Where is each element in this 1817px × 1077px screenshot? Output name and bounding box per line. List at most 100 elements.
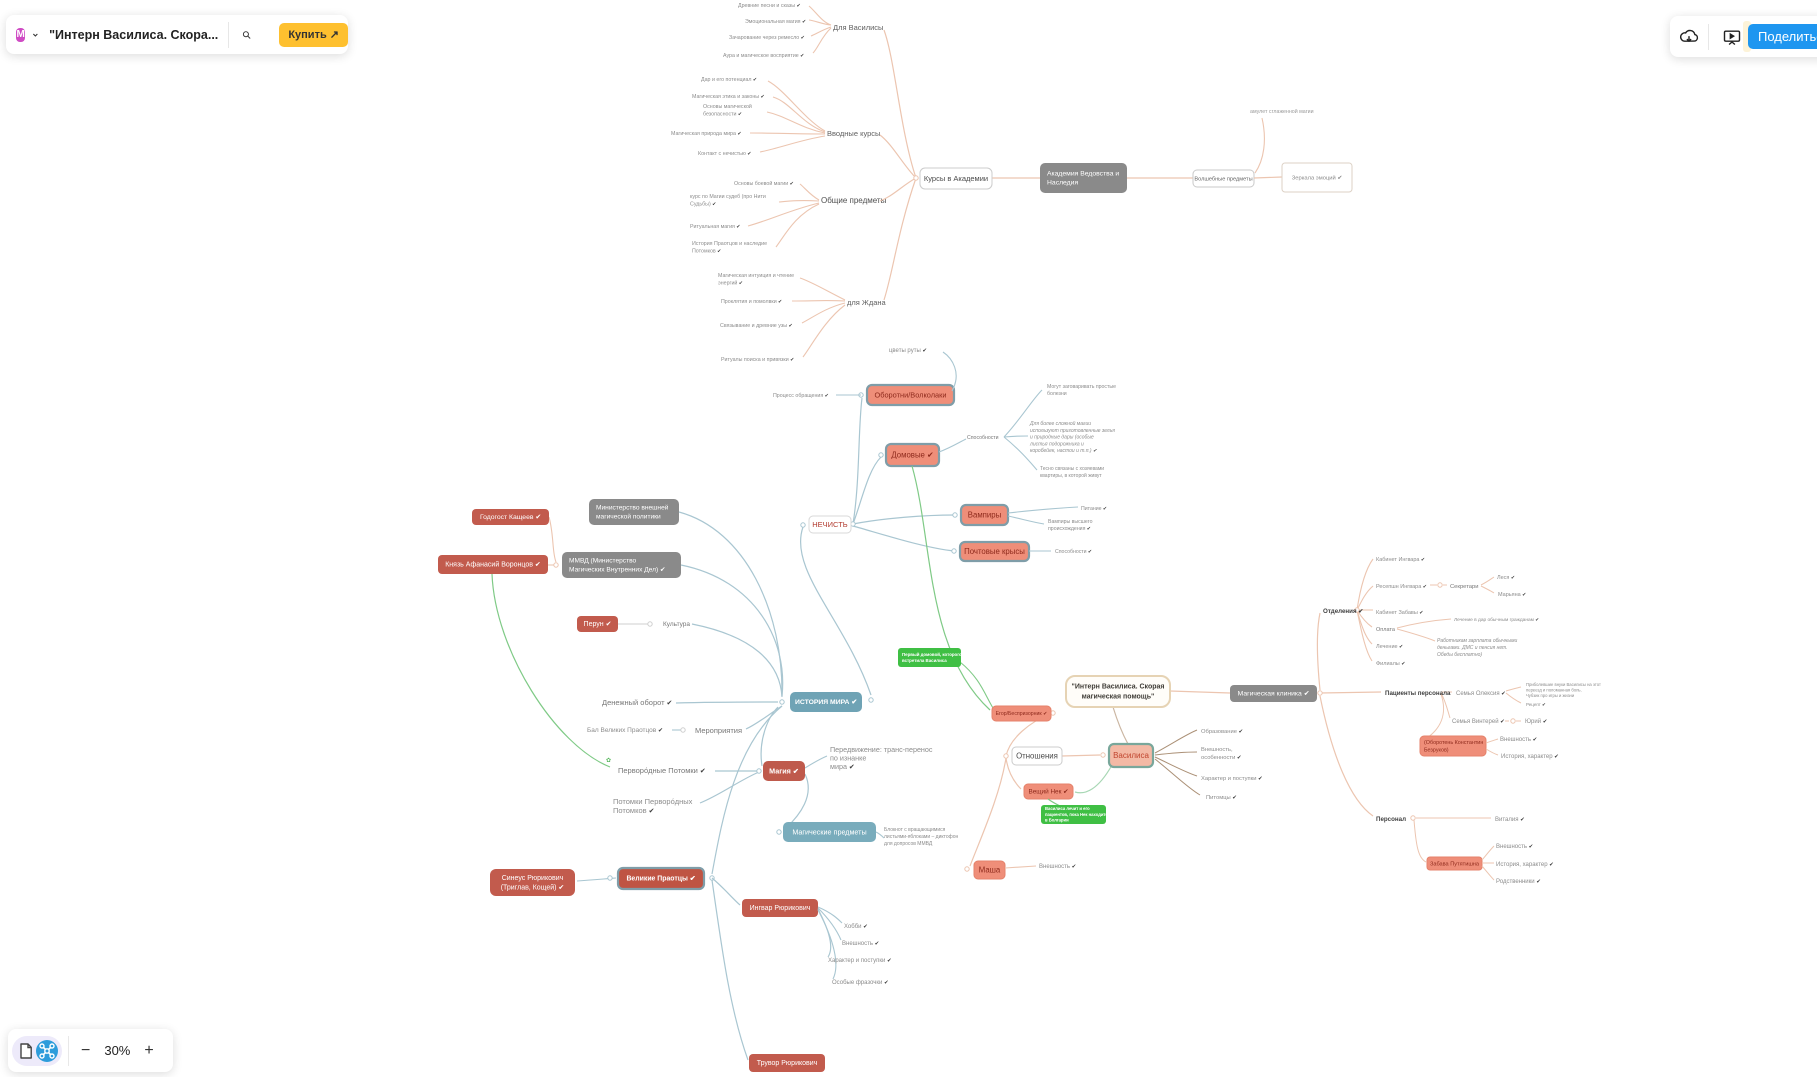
svg-text:Пациенты персонала: Пациенты персонала [1385, 690, 1451, 697]
svg-text:мира ✔: мира ✔ [830, 762, 855, 771]
svg-text:Ресепшн Ингвара ✔: Ресепшн Ингвара ✔ [1376, 584, 1427, 590]
svg-text:Волшебные предметы: Волшебные предметы [1194, 176, 1252, 182]
svg-text:НЕЧИСТЬ: НЕЧИСТЬ [812, 520, 848, 529]
svg-text:Потомков ✔: Потомков ✔ [692, 248, 721, 254]
svg-text:Ритуалы поиска и привязки ✔: Ритуалы поиска и привязки ✔ [721, 357, 794, 363]
svg-text:Потомки Перворо́дных: Потомки Перворо́дных [613, 797, 693, 806]
svg-text:Маша: Маша [979, 866, 1001, 875]
svg-text:Внешность ✔: Внешность ✔ [842, 941, 880, 947]
svg-text:ИСТОРИЯ МИРА ✔: ИСТОРИЯ МИРА ✔ [795, 699, 857, 706]
svg-text:Зачарование через ремесло ✔: Зачарование через ремесло ✔ [729, 35, 805, 41]
svg-text:Основы магической: Основы магической [703, 103, 752, 110]
svg-text:Вампиры высшего: Вампиры высшего [1048, 519, 1093, 525]
svg-text:Наследия: Наследия [1047, 180, 1078, 187]
svg-text:Семья Винтерей ✔: Семья Винтерей ✔ [1452, 718, 1505, 725]
svg-text:Характер и поступки ✔: Характер и поступки ✔ [828, 958, 892, 964]
svg-text:Ингвар Рюрикович: Ингвар Рюрикович [750, 905, 811, 912]
svg-text:Отношения: Отношения [1016, 752, 1058, 761]
svg-text:квартиры, в которой живут: квартиры, в которой живут [1040, 472, 1102, 479]
svg-text:Рецепт ✔: Рецепт ✔ [1526, 702, 1546, 707]
svg-text:Могут заговаривать простые: Могут заговаривать простые [1047, 384, 1116, 390]
svg-text:Обеды бесплатно): Обеды бесплатно) [1437, 652, 1482, 658]
svg-text:для Ждана: для Ждана [847, 298, 887, 307]
svg-text:Особые фразочки ✔: Особые фразочки ✔ [832, 980, 889, 986]
svg-text:курс по Магии судеб (про Нити: курс по Магии судеб (про Нити [690, 194, 766, 200]
svg-text:Юрий ✔: Юрий ✔ [1525, 718, 1548, 725]
svg-text:Первый домовой, которого: Первый домовой, которого [902, 652, 962, 657]
svg-text:Потомков ✔: Потомков ✔ [613, 806, 655, 815]
svg-text:Филиалы ✔: Филиалы ✔ [1376, 661, 1406, 667]
svg-text:Для Василисы: Для Василисы [833, 23, 883, 32]
svg-text:Вводные курсы: Вводные курсы [827, 129, 880, 138]
svg-text:Годогост Кащеев ✔: Годогост Кащеев ✔ [480, 514, 541, 521]
svg-text:Приболевшие внуки Василисы на: Приболевшие внуки Василисы на этот [1526, 682, 1601, 687]
svg-text:в Болгарии: в Болгарии [1045, 818, 1069, 823]
svg-text:Характер и поступки ✔: Характер и поступки ✔ [1201, 776, 1263, 782]
svg-text:Основы боевой магии ✔: Основы боевой магии ✔ [734, 180, 794, 187]
svg-text:Внешность ✔: Внешность ✔ [1039, 864, 1077, 870]
svg-text:энергий ✔: энергий ✔ [718, 279, 743, 286]
svg-text:Денежный оборот ✔: Денежный оборот ✔ [602, 698, 673, 707]
svg-text:магической политики: магической политики [596, 513, 661, 521]
svg-text:(Триглав, Кощей) ✔: (Триглав, Кощей) ✔ [501, 883, 565, 891]
svg-text:Забава Путятишна: Забава Путятишна [1430, 861, 1480, 867]
svg-text:Отделения ✔: Отделения ✔ [1323, 608, 1363, 615]
svg-text:"Интерн Василиса. Скорая: "Интерн Василиса. Скорая [1072, 684, 1165, 691]
svg-text:Безруков): Безруков) [1424, 748, 1449, 754]
svg-text:Виталия ✔: Виталия ✔ [1495, 817, 1525, 823]
svg-text:Перун ✔: Перун ✔ [584, 621, 612, 628]
svg-text:Процесс обращения ✔: Процесс обращения ✔ [773, 393, 829, 399]
svg-text:Контакт с нечистью ✔: Контакт с нечистью ✔ [698, 151, 751, 157]
svg-text:История Праотцов и наследие: История Праотцов и наследие [692, 241, 767, 247]
svg-text:Кабинет Забавы ✔: Кабинет Забавы ✔ [1376, 610, 1424, 616]
svg-text:используют приготовленные зель: используют приготовленные зелья [1030, 428, 1115, 434]
svg-text:Общие предметы: Общие предметы [821, 196, 887, 205]
svg-text:листьями-яблоками – диктофон: листьями-яблоками – диктофон [884, 834, 959, 840]
svg-text:цветы руты ✔: цветы руты ✔ [889, 348, 927, 354]
svg-text:Семья Олексия ✔: Семья Олексия ✔ [1456, 691, 1506, 697]
svg-text:Внешность ✔: Внешность ✔ [1500, 737, 1538, 743]
svg-text:Способности ✔: Способности ✔ [1055, 549, 1092, 555]
svg-text:особенности ✔: особенности ✔ [1201, 755, 1242, 761]
svg-text:встретила Василиса: встретила Василиса [902, 658, 947, 663]
svg-text:Передвижение: транс-перенос: Передвижение: транс-перенос [830, 745, 933, 754]
svg-text:Работникам зарплата обычными: Работникам зарплата обычными [1437, 638, 1518, 644]
svg-text:Способности: Способности [967, 435, 999, 441]
svg-text:Трувор Рюрикович: Трувор Рюрикович [757, 1060, 818, 1067]
svg-text:Василиса лечит и его: Василиса лечит и его [1045, 806, 1090, 811]
svg-text:происхождения ✔: происхождения ✔ [1048, 526, 1091, 532]
svg-text:коробейек, настои и т.п.) ✔: коробейек, настои и т.п.) ✔ [1030, 447, 1098, 454]
svg-text:Магическая природа мира ✔: Магическая природа мира ✔ [671, 131, 742, 137]
svg-text:Древние песни и сказы ✔: Древние песни и сказы ✔ [738, 3, 801, 9]
svg-text:деньгами. ДМС и пенсия нет.: деньгами. ДМС и пенсия нет. [1437, 645, 1508, 651]
svg-text:Магическая этика и законы ✔: Магическая этика и законы ✔ [692, 94, 765, 100]
svg-text:Домовые ✔: Домовые ✔ [891, 451, 933, 460]
svg-text:Проклятия и помолвки ✔: Проклятия и помолвки ✔ [721, 299, 782, 305]
svg-text:Секретари: Секретари [1450, 584, 1478, 590]
svg-text:История, характер ✔: История, характер ✔ [1496, 862, 1554, 868]
svg-text:Родственники ✔: Родственники ✔ [1496, 879, 1541, 885]
svg-text:Питомцы ✔: Питомцы ✔ [1206, 795, 1237, 801]
svg-text:ММВД (Министерство: ММВД (Министерство [569, 558, 637, 565]
svg-text:безопасности ✔: безопасности ✔ [703, 111, 742, 117]
svg-text:Кабинет Ингвара ✔: Кабинет Ингвара ✔ [1376, 557, 1425, 563]
svg-text:листья подорожника и: листья подорожника и [1029, 441, 1084, 447]
svg-text:Оплата: Оплата [1376, 627, 1396, 633]
svg-text:Тесно связаны с хозяевами: Тесно связаны с хозяевами [1040, 466, 1104, 472]
svg-text:Бал Великих Праотцов ✔: Бал Великих Праотцов ✔ [587, 727, 663, 734]
svg-text:Культура: Культура [663, 621, 690, 628]
svg-text:Мероприятия: Мероприятия [695, 726, 742, 735]
svg-text:Магическая интуиция и чтение: Магическая интуиция и чтение [718, 273, 794, 279]
svg-text:Князь Афанасий Воронцов ✔: Князь Афанасий Воронцов ✔ [445, 561, 541, 569]
svg-text:Курсы в Академии: Курсы в Академии [924, 174, 988, 183]
svg-text:Министерство внешней: Министерство внешней [596, 504, 669, 512]
svg-text:Блокнот с вращающимися: Блокнот с вращающимися [884, 827, 946, 833]
svg-text:Василиса: Василиса [1113, 751, 1149, 760]
svg-text:Дар и его потенциал ✔: Дар и его потенциал ✔ [701, 77, 757, 83]
svg-text:(Оборотень Константин: (Оборотень Константин [1424, 740, 1483, 746]
svg-text:Эмоциональная магия ✔: Эмоциональная магия ✔ [745, 19, 806, 25]
svg-text:Вампиры: Вампиры [968, 511, 1002, 520]
svg-text:История, характер ✔: История, характер ✔ [1501, 754, 1559, 760]
svg-text:Лечение в дар обычным граждана: Лечение в дар обычным гражданам ✔ [1454, 617, 1539, 623]
svg-text:Внешность,: Внешность, [1201, 747, 1233, 753]
